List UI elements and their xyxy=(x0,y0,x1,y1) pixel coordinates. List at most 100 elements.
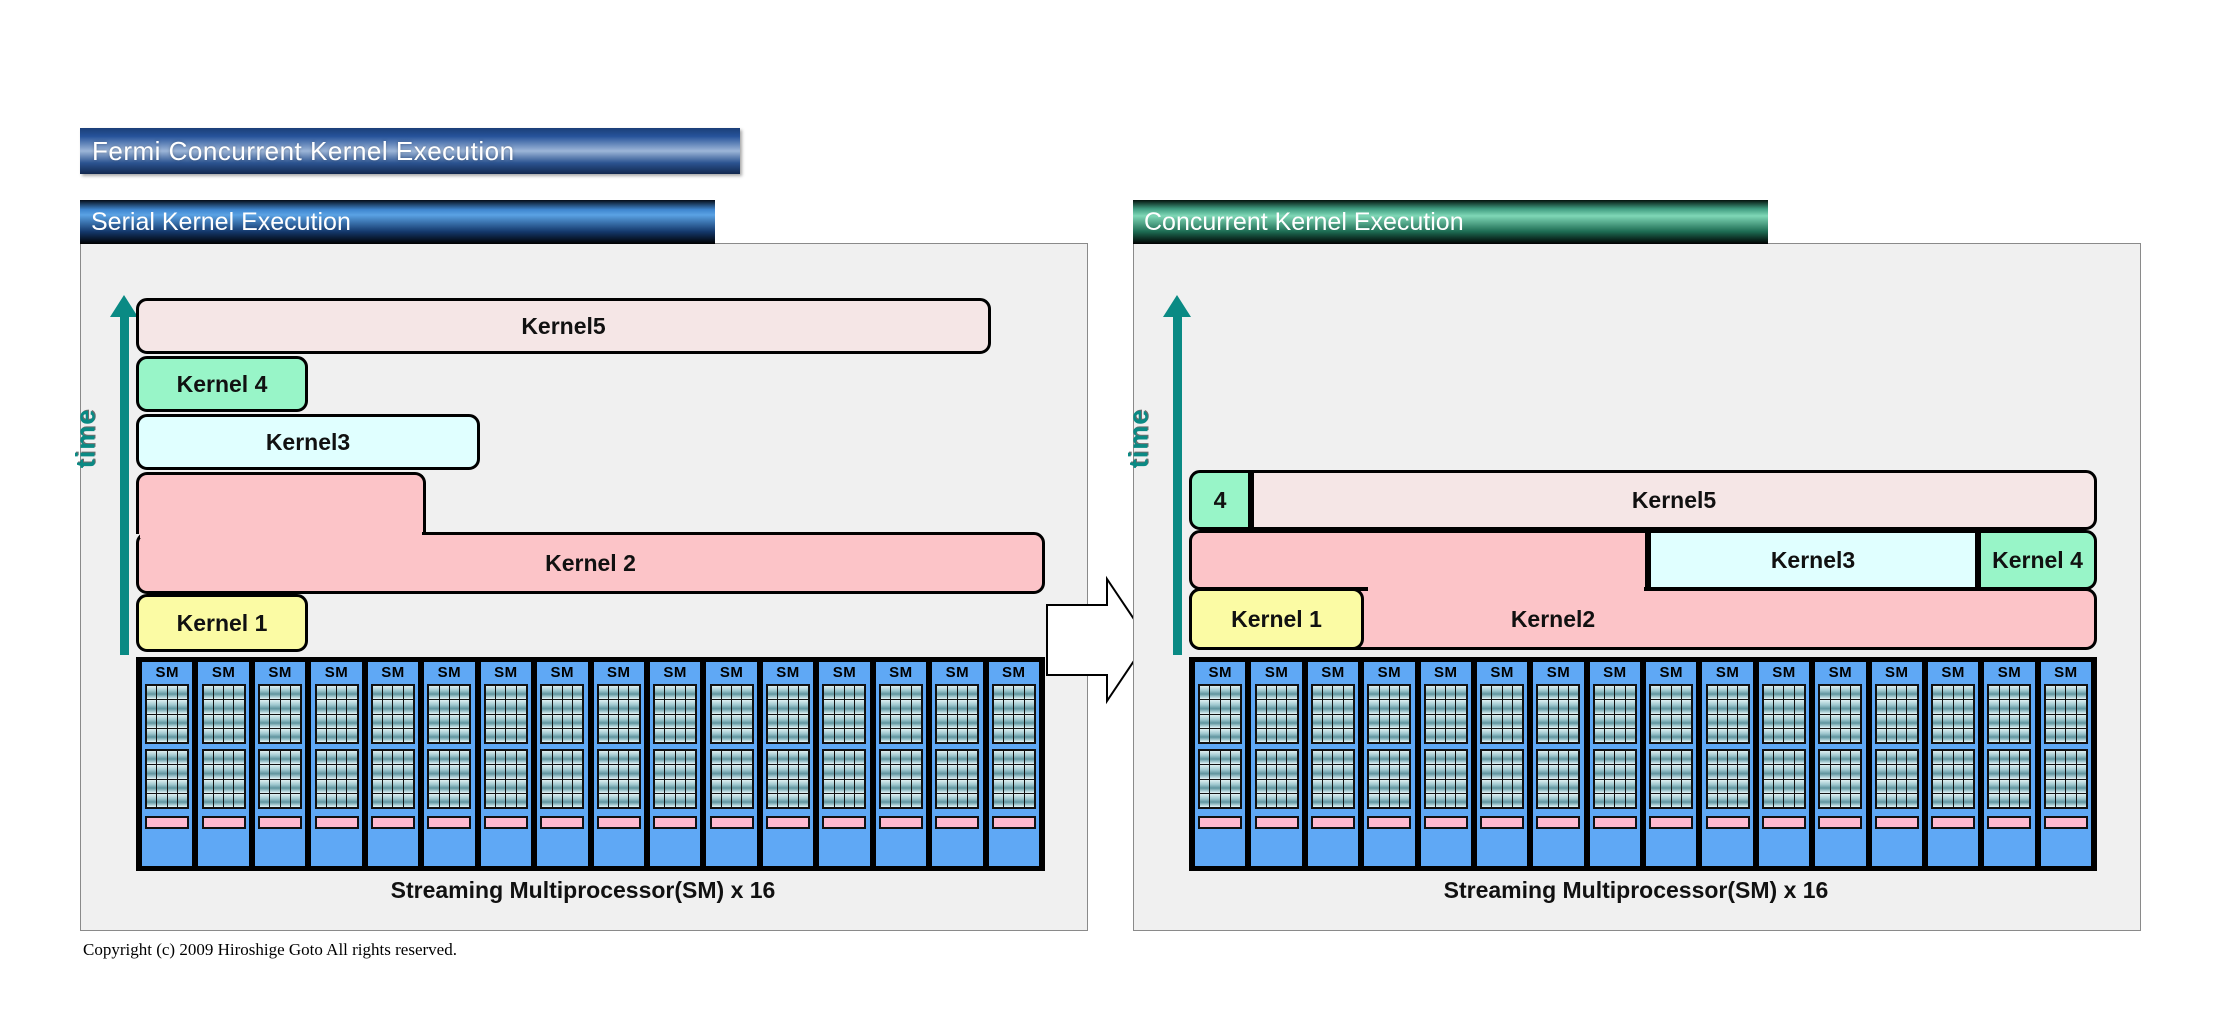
sm-unit[interactable]: SM xyxy=(1474,660,1530,868)
sm-unit[interactable]: SM xyxy=(309,660,364,868)
sm-core-cell xyxy=(880,714,891,728)
sm-unit[interactable]: SM xyxy=(817,660,872,868)
sm-core-cell xyxy=(968,751,978,765)
serial-execution-banner: Serial Kernel Execution xyxy=(80,200,715,244)
sm-core-cell xyxy=(2056,700,2066,714)
sm-core-cell xyxy=(1671,779,1681,793)
sm-core-cell xyxy=(1400,751,1410,765)
sm-unit[interactable]: SM xyxy=(647,660,703,868)
kernel-bar-kernel4-short-right[interactable]: 4 xyxy=(1189,470,1251,530)
sm-unit[interactable]: SM xyxy=(478,660,534,868)
sm-unit[interactable]: SM xyxy=(1700,660,1755,868)
sm-core-cell xyxy=(449,686,460,700)
sm-core-cell xyxy=(788,751,798,765)
sm-core-cell xyxy=(1594,700,1605,714)
sm-unit[interactable]: SM xyxy=(196,660,251,868)
kernel-bar-kernel4-right[interactable]: Kernel 4 xyxy=(1978,530,2097,590)
sm-unit[interactable]: SM xyxy=(365,660,421,868)
sm-core-cell xyxy=(1312,779,1323,793)
sm-unit[interactable]: SM xyxy=(140,660,195,868)
sm-core-cell xyxy=(1738,686,1748,700)
sm-core-cell xyxy=(460,793,470,807)
sm-core-cell xyxy=(516,751,526,765)
kernel-bar-kernel2-left[interactable]: Kernel 2 xyxy=(136,532,1045,594)
sm-core-cell xyxy=(1625,765,1635,779)
kernel-bar-kernel3-right[interactable]: Kernel3 xyxy=(1648,530,1978,590)
sm-unit[interactable]: SM xyxy=(2038,660,2093,868)
sm-core-cell xyxy=(768,765,778,779)
kernel-bar-kernel3-left[interactable]: Kernel3 xyxy=(136,414,480,470)
kernel-bar-kernel1-left[interactable]: Kernel 1 xyxy=(136,594,308,652)
sm-unit[interactable]: SM xyxy=(1587,660,1642,868)
sm-unit[interactable]: SM xyxy=(1644,660,1699,868)
sm-core-grid xyxy=(1931,749,1976,809)
sm-core-cell xyxy=(260,765,270,779)
sm-unit[interactable]: SM xyxy=(422,660,477,868)
sm-core-cell xyxy=(1886,700,1897,714)
sm-unit[interactable]: SM xyxy=(760,660,816,868)
sm-unit[interactable]: SM xyxy=(252,660,308,868)
sm-core-cell xyxy=(1569,686,1579,700)
sm-core-cell xyxy=(1210,779,1220,793)
sm-core-cell xyxy=(993,700,1004,714)
sm-core-cell xyxy=(1287,751,1297,765)
sm-unit[interactable]: SM xyxy=(1869,660,1924,868)
sm-unit[interactable]: SM xyxy=(535,660,590,868)
sm-unit[interactable]: SM xyxy=(1813,660,1868,868)
sm-unit[interactable]: SM xyxy=(1362,660,1417,868)
sm-core-cell xyxy=(280,751,290,765)
kernel-bar-kernel5-right[interactable]: Kernel5 xyxy=(1251,470,2097,530)
sm-core-cell xyxy=(685,779,696,793)
sm-core-cell xyxy=(1277,714,1287,728)
sm-unit[interactable]: SM xyxy=(1531,660,1586,868)
sm-unit[interactable]: SM xyxy=(1305,660,1361,868)
sm-core-cell xyxy=(732,779,742,793)
sm-unit[interactable]: SM xyxy=(930,660,985,868)
sm-core-cell xyxy=(901,793,911,807)
sm-unit-label: SM xyxy=(1377,664,1402,681)
sm-core-cell xyxy=(1594,765,1605,779)
sm-unit[interactable]: SM xyxy=(873,660,929,868)
sm-core-cell xyxy=(573,793,583,807)
kernel-bar-kernel1-right[interactable]: Kernel 1 xyxy=(1189,588,1364,650)
sm-core-cell xyxy=(844,779,855,793)
sm-core-cell xyxy=(957,728,968,742)
concurrent-execution-banner-text: Concurrent Kernel Execution xyxy=(1144,207,1464,236)
sm-core-cell xyxy=(844,700,855,714)
sm-unit[interactable]: SM xyxy=(986,660,1041,868)
sm-unit[interactable]: SM xyxy=(1925,660,1981,868)
sm-core-cell xyxy=(280,714,290,728)
sm-core-cell xyxy=(685,714,696,728)
sm-core-cell xyxy=(655,751,665,765)
sm-unit[interactable]: SM xyxy=(1418,660,1473,868)
sm-core-cell xyxy=(665,751,675,765)
sm-unit[interactable]: SM xyxy=(704,660,759,868)
sm-core-cell xyxy=(1830,714,1840,728)
kernel-bar-kernel5-left[interactable]: Kernel5 xyxy=(136,298,991,354)
sm-core-cell xyxy=(496,728,506,742)
sm-core-cell xyxy=(1728,686,1738,700)
sm-core-cell xyxy=(1277,700,1287,714)
sm-unit-label: SM xyxy=(889,664,913,681)
sm-core-cell xyxy=(2066,751,2076,765)
sm-core-cell xyxy=(1456,700,1466,714)
sm-unit[interactable]: SM xyxy=(1756,660,1812,868)
sm-core-cell xyxy=(552,793,562,807)
sm-core-cell xyxy=(1707,686,1717,700)
sm-core-grid xyxy=(1987,749,2032,809)
kernel-bar-kernel2-band-right[interactable] xyxy=(1189,530,1648,590)
sm-core-cell xyxy=(2009,779,2020,793)
sm-unit[interactable]: SM xyxy=(591,660,646,868)
sm-unit[interactable]: SM xyxy=(1193,660,1248,868)
sm-core-cell xyxy=(1538,793,1548,807)
kernel-bar-kernel2-upper-left[interactable] xyxy=(136,472,426,534)
kernel-bar-kernel4-left[interactable]: Kernel 4 xyxy=(136,356,308,412)
sm-core-grid xyxy=(1480,749,1525,809)
sm-unit[interactable]: SM xyxy=(1249,660,1304,868)
sm-core-cell xyxy=(1277,686,1287,700)
sm-core-cell xyxy=(1840,700,1851,714)
sm-unit[interactable]: SM xyxy=(1982,660,2037,868)
sm-core-cell xyxy=(516,714,526,728)
sm-core-cell xyxy=(1482,751,1492,765)
sm-core-cell xyxy=(234,700,244,714)
